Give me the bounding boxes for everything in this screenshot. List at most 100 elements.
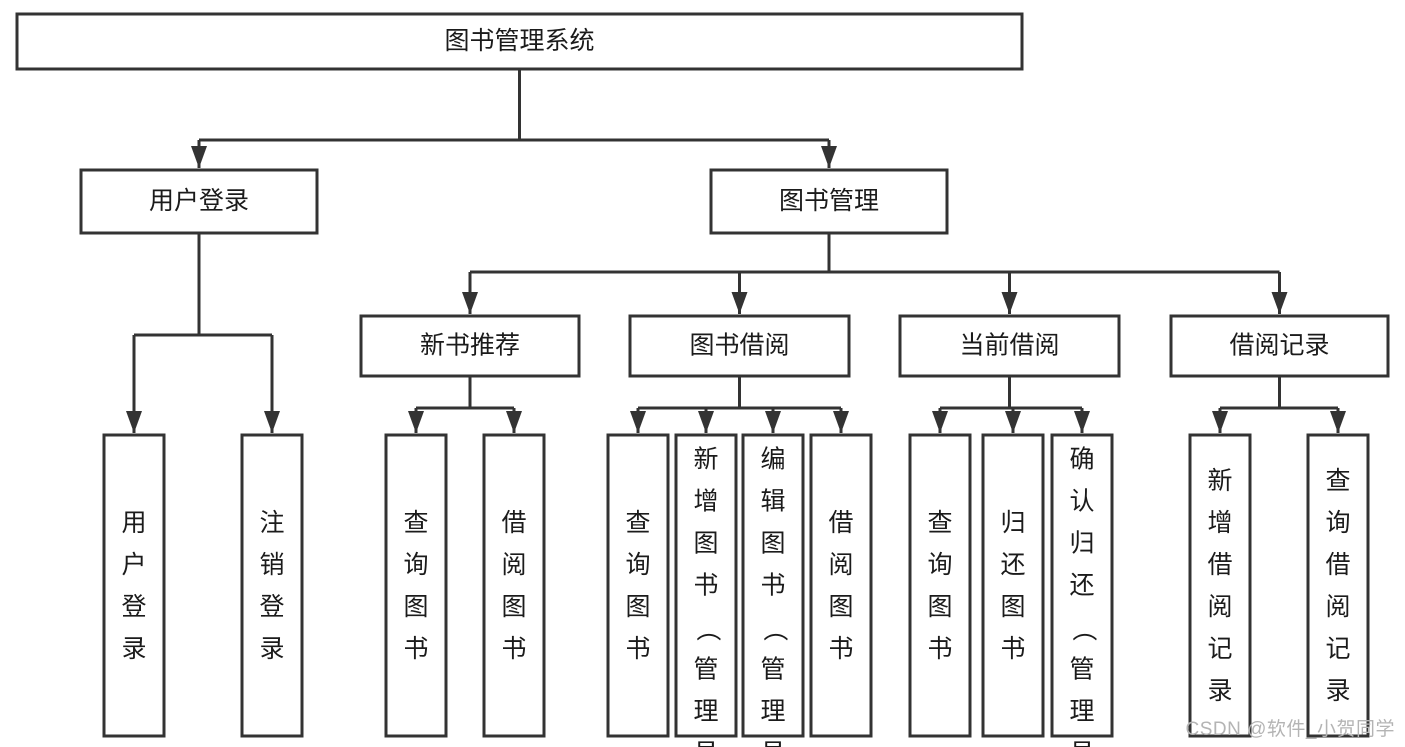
svg-text:户: 户 xyxy=(121,551,146,579)
node-new-book-recommend[interactable]: 新书推荐 xyxy=(359,314,581,378)
node-book-manage[interactable]: 图书管理 xyxy=(709,168,949,235)
svg-text:阅: 阅 xyxy=(828,551,853,579)
node-box-confirm-return-admin[interactable] xyxy=(1050,433,1114,738)
svg-text:图: 图 xyxy=(927,593,952,621)
arrow-head-icon xyxy=(765,411,781,433)
node-box-query-book-borrow[interactable] xyxy=(606,433,670,738)
connector-group xyxy=(126,69,1346,433)
node-box-query-borrow-record[interactable] xyxy=(1306,433,1370,738)
node-box-query-book-current[interactable] xyxy=(908,433,972,738)
svg-text:还: 还 xyxy=(1000,551,1025,579)
svg-text:（: （ xyxy=(693,616,721,641)
svg-text:阅: 阅 xyxy=(501,551,526,579)
node-label-user-login-leaf: 用户登录 xyxy=(121,509,146,663)
svg-text:记: 记 xyxy=(1325,635,1350,663)
node-borrow-record[interactable]: 借阅记录 xyxy=(1169,314,1390,378)
svg-text:图: 图 xyxy=(625,593,650,621)
arrow-head-icon xyxy=(1271,292,1288,314)
node-box-query-book-rec[interactable] xyxy=(384,433,448,738)
arrow-head-icon xyxy=(1001,292,1018,314)
node-box-book-manage[interactable] xyxy=(709,168,949,235)
svg-text:管: 管 xyxy=(1069,656,1094,684)
node-box-current-borrow[interactable] xyxy=(898,314,1121,378)
svg-text:查: 查 xyxy=(927,509,952,537)
node-group: 图书管理系统用户登录图书管理新书推荐图书借阅当前借阅借阅记录用户登录注销登录查询… xyxy=(15,12,1390,747)
svg-text:新: 新 xyxy=(1207,467,1232,495)
node-box-borrow-book-borrow[interactable] xyxy=(809,433,873,738)
node-box-user-login-leaf[interactable] xyxy=(102,433,166,738)
svg-text:编: 编 xyxy=(760,446,785,474)
svg-text:录: 录 xyxy=(1207,677,1232,705)
arrow-head-icon xyxy=(821,146,837,168)
node-label-current-borrow: 当前借阅 xyxy=(959,332,1059,360)
svg-text:管: 管 xyxy=(693,656,718,684)
node-user-login[interactable]: 用户登录 xyxy=(79,168,319,235)
svg-text:图: 图 xyxy=(760,530,785,558)
svg-text:图: 图 xyxy=(828,593,853,621)
node-user-login-leaf[interactable]: 用户登录 xyxy=(102,433,166,738)
arrow-head-icon xyxy=(1212,411,1228,433)
node-book-borrow[interactable]: 图书借阅 xyxy=(628,314,851,378)
node-box-borrow-record[interactable] xyxy=(1169,314,1390,378)
svg-text:阅: 阅 xyxy=(1207,593,1232,621)
svg-text:书: 书 xyxy=(693,572,718,600)
svg-text:书: 书 xyxy=(1000,635,1025,663)
arrow-head-icon xyxy=(932,411,948,433)
node-box-book-borrow[interactable] xyxy=(628,314,851,378)
node-current-borrow[interactable]: 当前借阅 xyxy=(898,314,1121,378)
node-system-title[interactable]: 图书管理系统 xyxy=(15,12,1024,71)
arrow-head-icon xyxy=(264,411,280,433)
svg-text:书: 书 xyxy=(828,635,853,663)
svg-text:阅: 阅 xyxy=(1325,593,1350,621)
node-box-new-book-recommend[interactable] xyxy=(359,314,581,378)
arrow-head-icon xyxy=(833,411,849,433)
node-box-logout-leaf[interactable] xyxy=(240,433,304,738)
svg-text:员: 员 xyxy=(693,740,718,747)
svg-text:销: 销 xyxy=(259,551,284,579)
node-box-add-borrow-record[interactable] xyxy=(1188,433,1252,738)
node-label-system-title: 图书管理系统 xyxy=(444,27,594,55)
svg-text:归: 归 xyxy=(1000,509,1025,537)
svg-text:图: 图 xyxy=(403,593,428,621)
arrow-head-icon xyxy=(408,411,424,433)
svg-text:认: 认 xyxy=(1069,488,1094,516)
node-box-borrow-book-rec[interactable] xyxy=(482,433,546,738)
node-box-return-book[interactable] xyxy=(981,433,1045,738)
node-box-system-title[interactable] xyxy=(15,12,1024,71)
svg-text:理: 理 xyxy=(760,698,785,726)
node-box-edit-book-admin[interactable] xyxy=(741,433,805,738)
node-box-add-book-admin[interactable] xyxy=(674,433,738,738)
svg-text:借: 借 xyxy=(501,509,526,537)
svg-text:新: 新 xyxy=(693,446,718,474)
node-box-user-login[interactable] xyxy=(79,168,319,235)
svg-text:辑: 辑 xyxy=(760,488,785,516)
csdn-watermark: CSDN @软件_小贺同学 xyxy=(1185,719,1395,740)
svg-text:管: 管 xyxy=(760,656,785,684)
arrow-head-icon xyxy=(1074,411,1090,433)
arrow-head-icon xyxy=(462,292,478,314)
svg-text:图: 图 xyxy=(693,530,718,558)
svg-text:注: 注 xyxy=(259,509,284,537)
svg-text:录: 录 xyxy=(259,635,284,663)
